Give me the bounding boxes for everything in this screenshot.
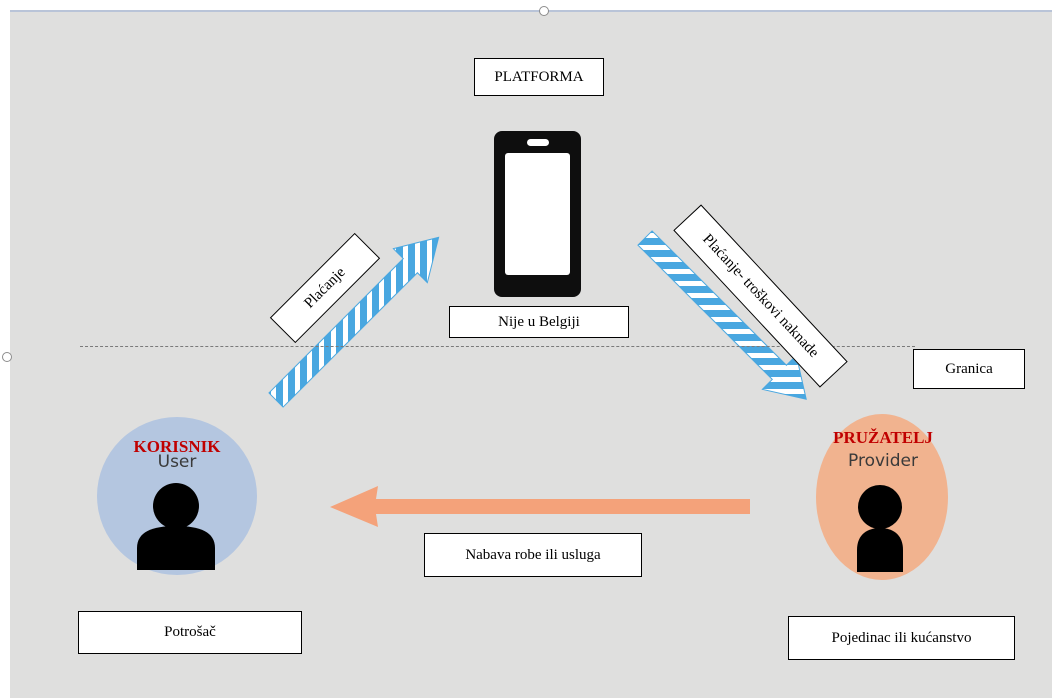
user-label-en: User [157, 452, 197, 472]
user-type-box[interactable]: Potrošač [78, 611, 302, 654]
diagram-canvas [10, 11, 1052, 698]
boundary-line [80, 346, 915, 347]
provider-label-en: Provider [848, 451, 918, 471]
platform-location: Nije u Belgiji [498, 313, 580, 330]
resize-handle-top[interactable] [539, 6, 549, 16]
platform-title: PLATFORMA [494, 68, 584, 85]
provider-type-box[interactable]: Pojedinac ili kućanstvo [788, 616, 1015, 660]
boundary-label: Granica [945, 360, 993, 377]
user-label-hr: KORISNIK [133, 437, 221, 456]
selection-frame-top [10, 10, 1052, 12]
provider-label-hr: PRUŽATELJ [833, 428, 933, 447]
goods-label-box[interactable]: Nabava robe ili usluga [424, 533, 642, 577]
provider-type: Pojedinac ili kućanstvo [831, 629, 972, 646]
provider-person-icon [857, 485, 903, 572]
payment-arrow-to-provider [637, 230, 807, 400]
payment-arrow-to-platform [268, 236, 440, 408]
goods-label: Nabava robe ili usluga [465, 546, 601, 563]
goods-arrow-to-user [330, 486, 750, 527]
user-person-icon [137, 483, 215, 570]
smartphone-icon [494, 131, 581, 297]
user-type: Potrošač [164, 624, 216, 640]
boundary-label-box[interactable]: Granica [913, 349, 1025, 389]
platform-location-box[interactable]: Nije u Belgiji [449, 306, 629, 338]
platform-title-box[interactable]: PLATFORMA [474, 58, 604, 96]
resize-handle-left[interactable] [2, 352, 12, 362]
